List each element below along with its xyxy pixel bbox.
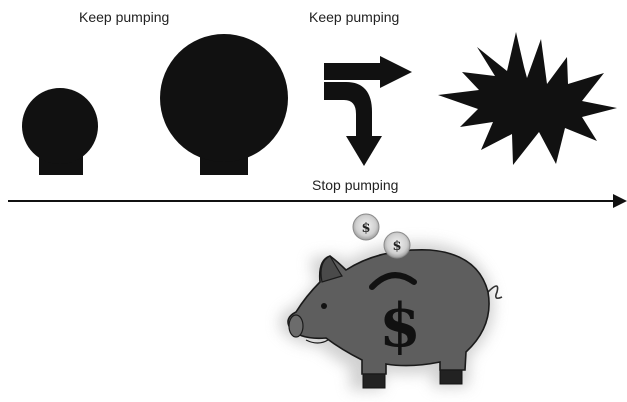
branch-arrow-icon <box>324 56 412 166</box>
small-balloon-icon <box>22 88 98 175</box>
timeline-arrow-icon <box>8 194 627 208</box>
coin-icon: $ <box>384 232 410 258</box>
burst-icon <box>438 32 617 165</box>
coin-symbol: $ <box>392 239 401 254</box>
keep-pumping-label: Keep pumping <box>309 9 399 25</box>
stop-pumping-label: Stop pumping <box>312 177 398 193</box>
large-balloon-icon <box>160 34 288 175</box>
coin-icon: $ <box>353 214 379 240</box>
coin-symbol: $ <box>361 221 370 236</box>
piggy-dollar-symbol: $ <box>379 291 421 361</box>
keep-pumping-label: Keep pumping <box>79 9 169 25</box>
